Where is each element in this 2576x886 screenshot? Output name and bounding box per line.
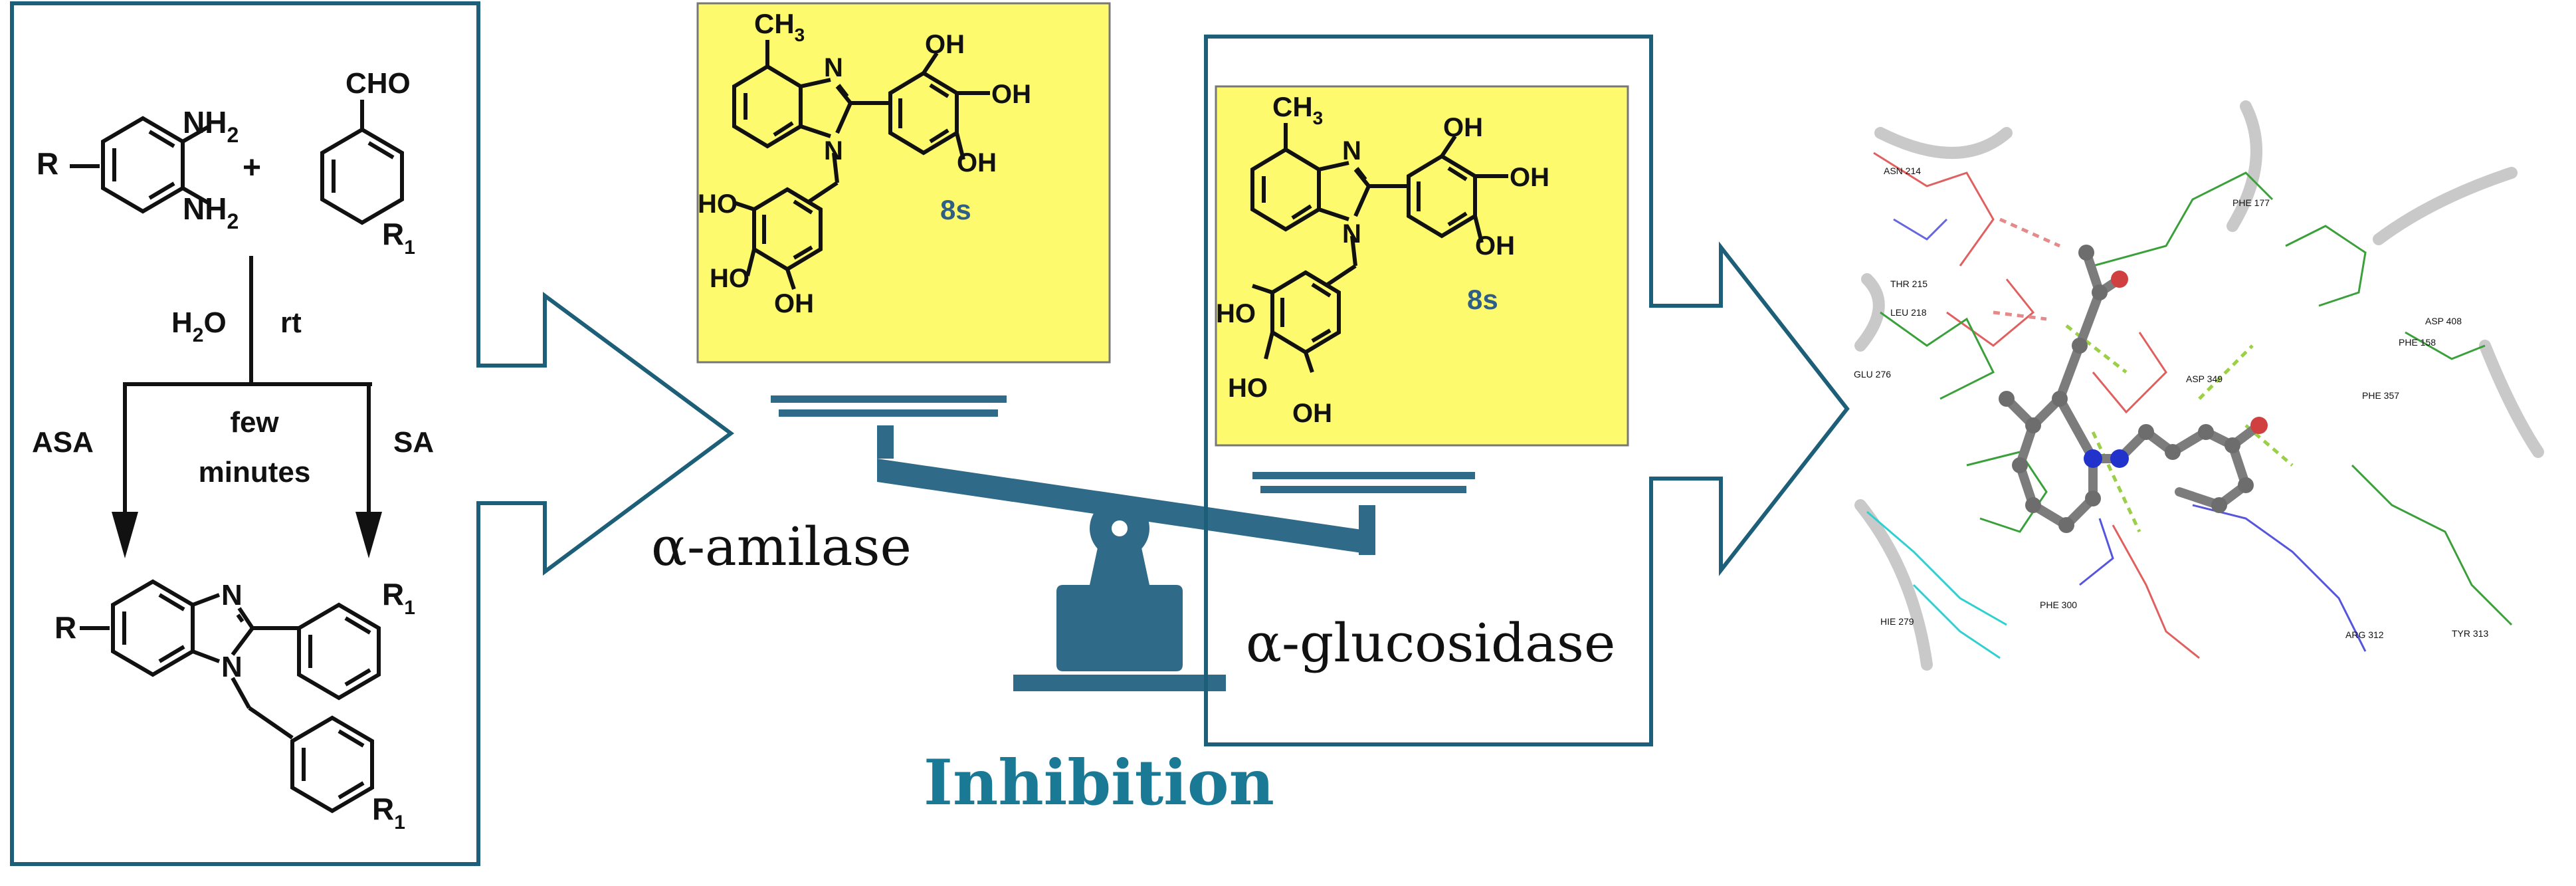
glucosidase-label: α-glucosidase bbox=[1246, 612, 1615, 674]
scale-pivot bbox=[1112, 520, 1128, 536]
product-n-bottom: N bbox=[221, 651, 243, 683]
residue-label-6: PHE 158 bbox=[2399, 337, 2436, 348]
product-r1-aryl: R1 bbox=[382, 577, 415, 619]
oh-lower-4: OH bbox=[1292, 399, 1332, 428]
oh-lower-2: OH bbox=[1510, 163, 1549, 192]
product-r: R bbox=[54, 610, 76, 645]
inhibition-label: Inhibition bbox=[924, 746, 1274, 820]
glucosidase-frame-arrow bbox=[1204, 35, 1850, 746]
arrowhead-asa bbox=[112, 512, 138, 558]
ho-lower-1: HO bbox=[1216, 299, 1256, 328]
synthesis-frame-arrow bbox=[10, 1, 735, 866]
n-lower-bottom: N bbox=[1342, 219, 1361, 249]
diamine-r: R bbox=[37, 146, 58, 181]
plus-sign: + bbox=[243, 150, 261, 185]
rt-label: rt bbox=[280, 306, 302, 339]
few-label: few bbox=[230, 406, 279, 439]
residue-label-5: ASP 408 bbox=[2425, 316, 2462, 326]
oh-lower-3: OH bbox=[1475, 231, 1515, 261]
product-r1-benzyl: R1 bbox=[372, 792, 405, 833]
residue-label-10: HIE 279 bbox=[1880, 616, 1914, 627]
residue-label-3: THR 215 bbox=[1890, 278, 1928, 289]
ch3-upper: CH3 bbox=[754, 8, 805, 45]
ho-upper-1: HO bbox=[698, 189, 738, 219]
balance-scale bbox=[771, 395, 1475, 691]
compound-label-lower: 8s bbox=[1467, 284, 1498, 315]
residue-label-13: TYR 313 bbox=[2452, 628, 2488, 639]
amylase-label: α-amilase bbox=[651, 516, 912, 578]
ho-upper-2: HO bbox=[710, 264, 749, 293]
docking-view: ASN 214 PHE 177 THR 215 LEU 218 ASP 408 … bbox=[1854, 86, 2544, 671]
residue-label-9: PHE 357 bbox=[2362, 390, 2399, 401]
water-label: H2O bbox=[171, 306, 227, 346]
residue-label-1: ASN 214 bbox=[1884, 166, 1921, 176]
oh-upper-4: OH bbox=[774, 289, 814, 318]
aldehyde-molecule bbox=[320, 100, 404, 225]
minutes-label: minutes bbox=[199, 456, 311, 489]
oh-upper-3: OH bbox=[957, 148, 997, 177]
ho-lower-2: HO bbox=[1228, 374, 1268, 403]
asa-label: ASA bbox=[32, 426, 94, 459]
diamine-nh2-top: NH2 bbox=[183, 105, 239, 147]
residue-label-8: ASP 349 bbox=[2186, 374, 2223, 384]
arrowhead-sa bbox=[355, 512, 382, 558]
oh-upper-2: OH bbox=[991, 80, 1031, 109]
residue-label-12: ARG 312 bbox=[2345, 629, 2384, 640]
compound-box-lower bbox=[1215, 85, 1629, 447]
residue-label-11: PHE 300 bbox=[2040, 600, 2077, 610]
diamine-nh2-bottom: NH2 bbox=[183, 191, 239, 233]
n-lower-top: N bbox=[1342, 136, 1361, 166]
residue-label-4: LEU 218 bbox=[1890, 307, 1927, 318]
aldehyde-r1: R1 bbox=[382, 217, 415, 259]
residue-label-2: PHE 177 bbox=[2232, 197, 2270, 208]
compound-label-upper: 8s bbox=[940, 194, 971, 225]
diamine-molecule bbox=[70, 116, 211, 214]
sa-label: SA bbox=[393, 426, 434, 459]
oh-lower-1: OH bbox=[1443, 113, 1483, 142]
ch3-lower: CH3 bbox=[1272, 91, 1323, 128]
reaction-arrows bbox=[123, 256, 372, 525]
n-upper-top: N bbox=[824, 53, 843, 82]
product-molecule bbox=[80, 579, 381, 814]
compound-box-upper bbox=[696, 2, 1111, 364]
compound-8s-upper-structure bbox=[732, 40, 990, 290]
compound-8s-lower-structure bbox=[1250, 123, 1508, 373]
residue-label-7: GLU 276 bbox=[1854, 369, 1891, 380]
product-n-top: N bbox=[221, 579, 243, 611]
aldehyde-cho: CHO bbox=[346, 67, 411, 100]
oh-upper-1: OH bbox=[925, 30, 965, 59]
n-upper-bottom: N bbox=[824, 136, 843, 166]
